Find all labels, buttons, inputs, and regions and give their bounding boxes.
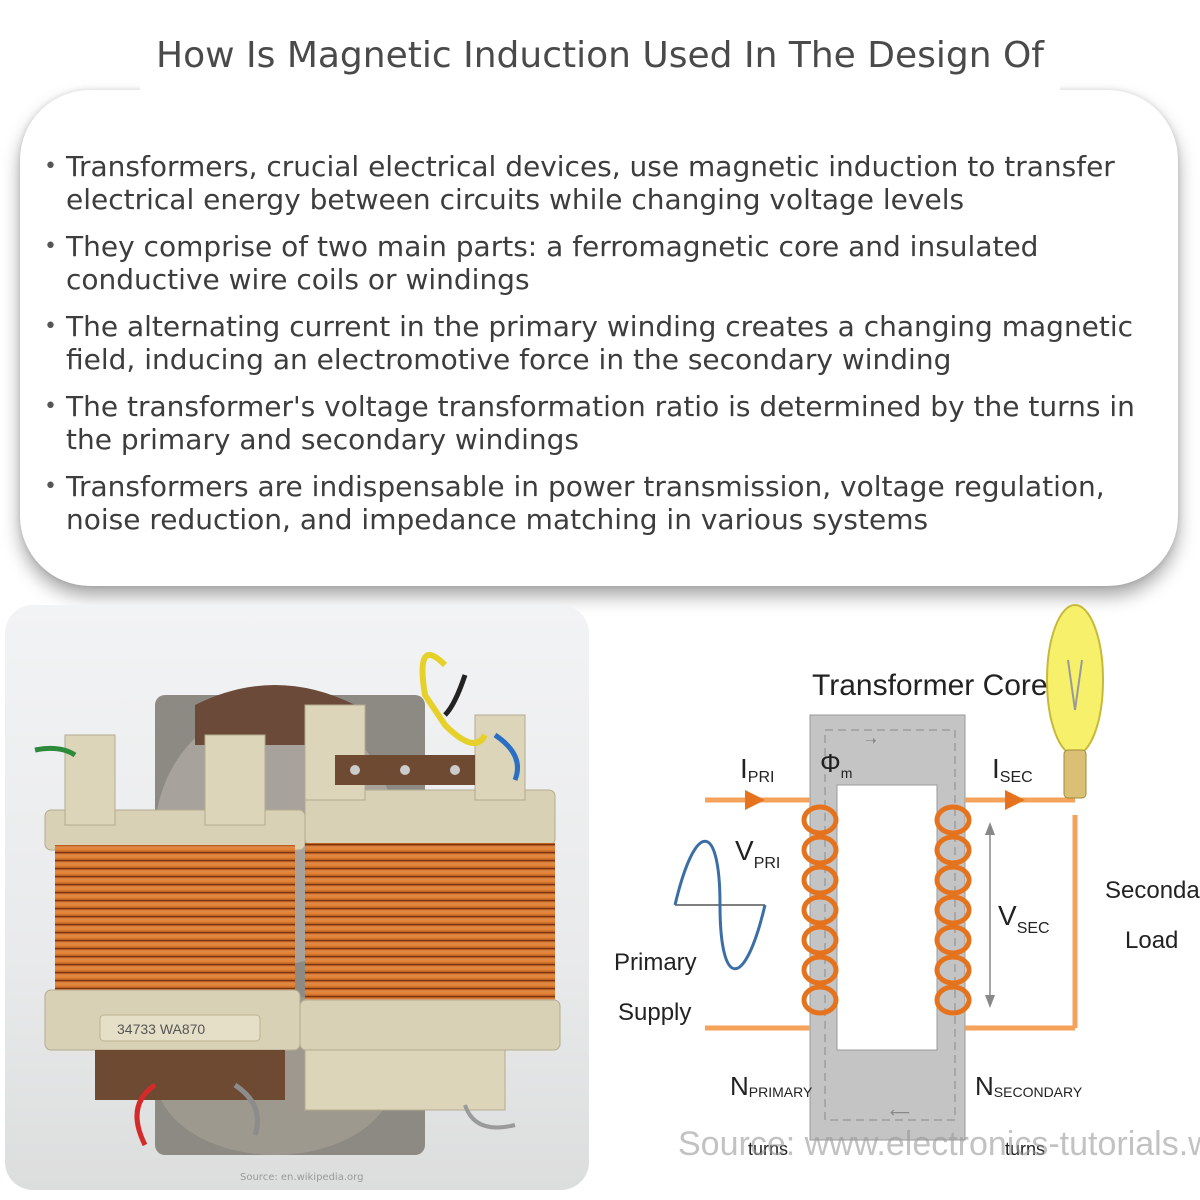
diagram-source-watermark: Source: www.electronics-tutorials.ws	[678, 1125, 1200, 1163]
photo-source: Source: en.wikipedia.org	[240, 1172, 364, 1183]
summary-card	[20, 90, 1178, 586]
bullet-dot: •	[44, 394, 57, 419]
bullet-dot: •	[44, 234, 57, 259]
bullet-dot: •	[44, 154, 57, 179]
secondary-load-label-1: Secondary	[1105, 877, 1200, 904]
n-primary-label: NPRIMARY	[730, 1071, 813, 1101]
primary-supply-label-2: Supply	[618, 999, 691, 1026]
n-primary-turns: turns	[748, 1139, 788, 1159]
transformer-photo: 34733 WA870	[5, 605, 589, 1190]
i-sec-label: ISEC	[992, 753, 1033, 786]
v-pri-label: VPRI	[735, 835, 780, 872]
photo-label: 34733 WA870	[117, 1021, 205, 1037]
bullet-dot: •	[44, 474, 57, 499]
v-sec-label: VSEC	[998, 900, 1050, 937]
bullet-item: •Transformers are indispensable in power…	[44, 470, 1105, 536]
n-secondary-label: NSECONDARY	[975, 1071, 1083, 1101]
bullet-item: •The alternating current in the primary …	[44, 310, 1134, 376]
svg-text:⟵: ⟵	[890, 1105, 910, 1121]
bullet-dot: •	[44, 314, 57, 339]
bullet-item: •Transformers, crucial electrical device…	[44, 150, 1115, 216]
transformer-diagram: ➝ ⟵ Transformer Core IPRI Φm ISEC	[614, 604, 1200, 1163]
secondary-load-label-2: Load	[1125, 927, 1178, 954]
n-secondary-turns: turns	[1005, 1139, 1045, 1159]
svg-text:➝: ➝	[865, 733, 877, 749]
bullet-item: •They comprise of two main parts: a ferr…	[44, 230, 1039, 296]
bullet-list: •Transformers, crucial electrical device…	[44, 150, 1174, 550]
core-label: Transformer Core	[812, 669, 1048, 702]
bullet-item: •The transformer's voltage transformatio…	[44, 390, 1135, 456]
primary-supply-label-1: Primary	[614, 949, 697, 976]
i-pri-label: IPRI	[740, 753, 774, 786]
phi-label: Φm	[820, 748, 852, 781]
